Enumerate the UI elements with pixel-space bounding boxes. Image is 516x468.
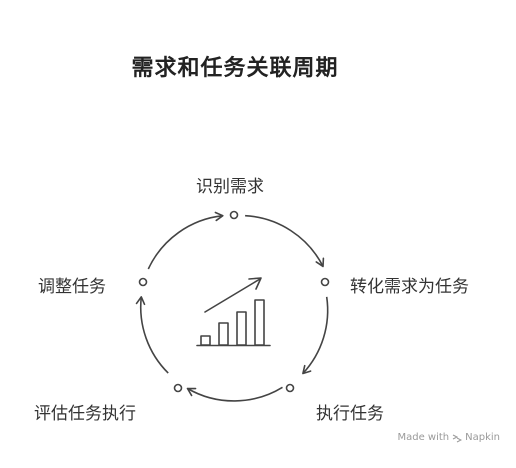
- arrow-adjust-to-identify: [147, 211, 224, 270]
- node-convert: [320, 277, 330, 287]
- node-evaluate: [173, 383, 183, 393]
- made-with-text: Made with: [397, 432, 450, 443]
- node-adjust: [138, 277, 148, 287]
- label-adjust: 调整任务: [38, 277, 106, 297]
- node-identify: [229, 210, 239, 220]
- node-execute: [285, 383, 295, 393]
- label-convert: 转化需求为任务: [350, 277, 469, 297]
- label-identify: 识别需求: [196, 177, 264, 197]
- label-execute: 执行任务: [316, 404, 384, 424]
- made-with-napkin-footer: Made with Napkin: [397, 432, 500, 443]
- arrow-convert-to-execute: [302, 296, 329, 375]
- arrow-identify-to-convert: [245, 214, 325, 268]
- diagram-title: 需求和任务关联周期: [131, 56, 339, 81]
- arrow-evaluate-to-adjust: [135, 296, 169, 374]
- label-evaluate: 评估任务执行: [34, 404, 136, 424]
- arrow-execute-to-evaluate: [186, 386, 283, 402]
- bar-chart-growth-icon: [196, 277, 271, 347]
- napkin-logo-icon: [452, 434, 463, 442]
- napkin-brand-text: Napkin: [465, 432, 500, 443]
